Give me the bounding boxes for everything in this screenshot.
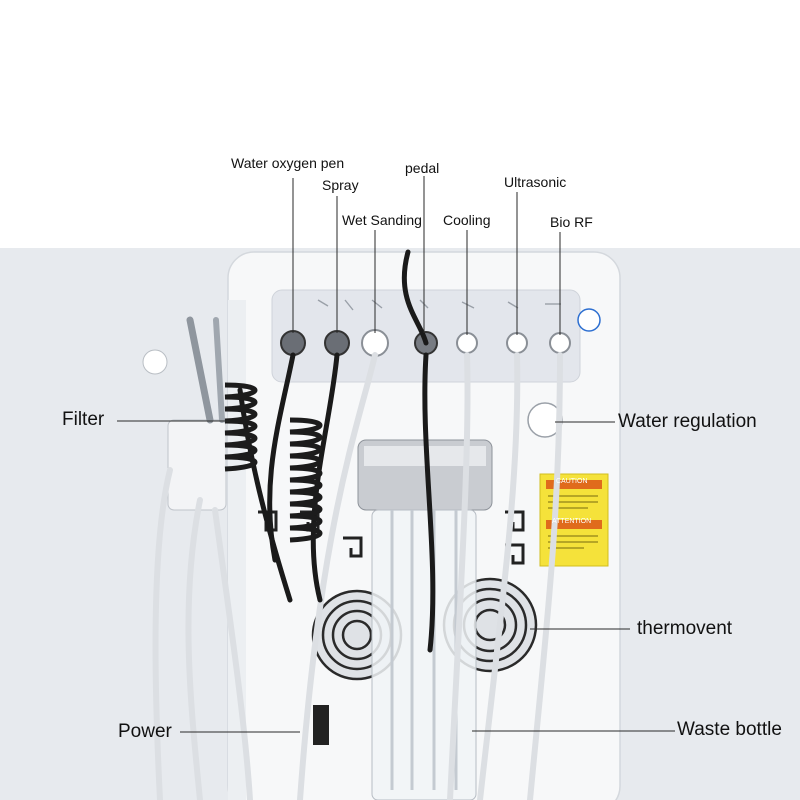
label-ultrasonic: Ultrasonic bbox=[504, 174, 567, 190]
handpiece-holder bbox=[167, 419, 227, 511]
label-wet-sanding: Wet Sanding bbox=[342, 212, 422, 228]
coiled-cable bbox=[224, 382, 323, 543]
device-side-shade bbox=[228, 300, 246, 800]
label-power: Power bbox=[118, 721, 172, 742]
waste-bottle bbox=[371, 509, 477, 800]
label-spray: Spray bbox=[322, 177, 359, 193]
label-pedal: pedal bbox=[405, 160, 440, 176]
label-cooling: Cooling bbox=[443, 212, 491, 228]
sticker-attention-text: ATTENTION bbox=[552, 518, 592, 525]
label-water-regulation: Water regulation bbox=[618, 411, 757, 432]
label-filter: Filter bbox=[62, 409, 105, 430]
label-water-oxygen-pen: Water oxygen pen bbox=[231, 155, 345, 171]
label-bio-rf: Bio RF bbox=[550, 214, 593, 230]
panel-logo bbox=[577, 308, 601, 332]
label-thermovent: thermovent bbox=[637, 618, 733, 639]
label-waste-bottle: Waste bottle bbox=[677, 719, 782, 740]
leader-lines bbox=[117, 176, 675, 733]
power-switch bbox=[313, 705, 329, 745]
sticker-caution-text: CAUTION bbox=[556, 478, 588, 485]
